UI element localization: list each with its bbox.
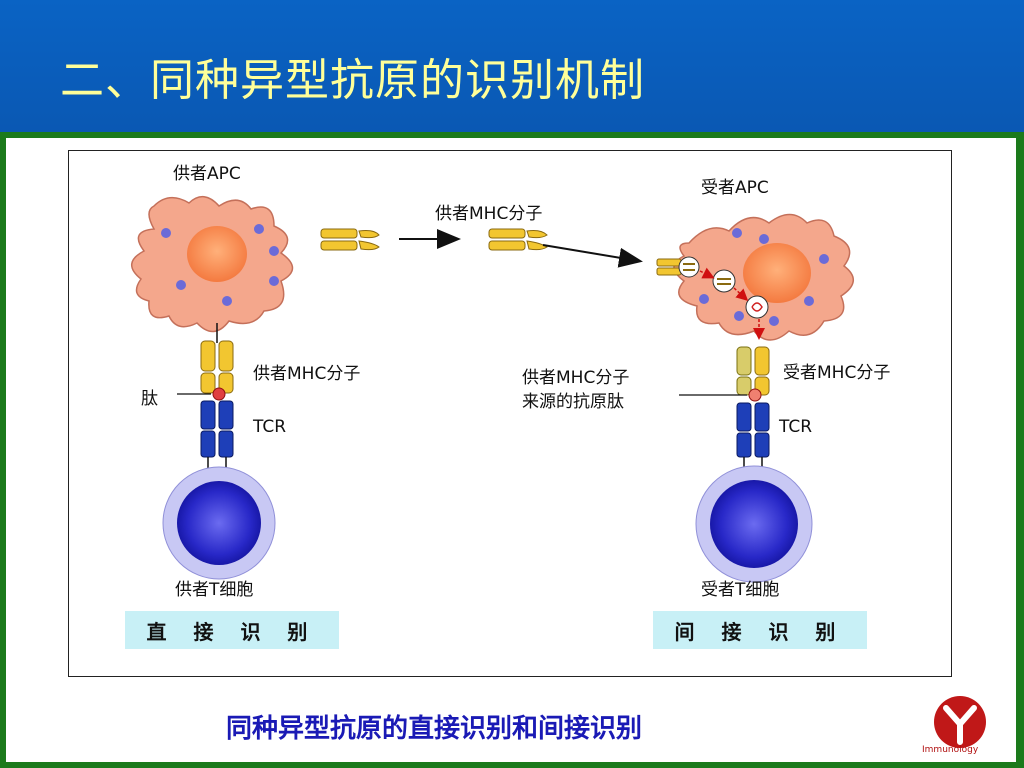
diagram-svg (131, 196, 854, 583)
content-panel: 供者APC 供者MHC分子 受者APC 供者MHC分子 肽 TCR 受者MHC分… (6, 138, 1016, 762)
diagram-figure: 供者APC 供者MHC分子 受者APC 供者MHC分子 肽 TCR 受者MHC分… (68, 150, 952, 677)
donor-apc (131, 196, 294, 333)
recipient-apc (673, 213, 854, 341)
content-area: 供者APC 供者MHC分子 受者APC 供者MHC分子 肽 TCR 受者MHC分… (0, 132, 1024, 768)
donor-mhc-complex (200, 340, 234, 394)
recipient-mhc-complex (736, 346, 770, 396)
direct-recognition-label: 直 接 识 别 (125, 611, 339, 649)
donor-peptide (212, 387, 226, 401)
recipient-mhc-label: 受者MHC分子 (783, 363, 891, 383)
donor-t-cell (162, 466, 276, 580)
recipient-t-cell (695, 465, 813, 583)
immunology-logo (934, 696, 986, 748)
donor-peptide-source-label-2: 来源的抗原肽 (522, 392, 624, 412)
recipient-t-cell-label: 受者T细胞 (701, 580, 780, 600)
recipient-tcr-label: TCR (779, 417, 813, 437)
figure-caption: 同种异型抗原的直接识别和间接识别 (226, 714, 643, 744)
donor-t-cell-label: 供者T细胞 (175, 580, 254, 600)
transfer-arrow-2 (542, 244, 643, 268)
donor-apc-label: 供者APC (173, 164, 241, 184)
free-donor-mhc (488, 228, 548, 251)
slide-title: 二、同种异型抗原的识别机制 (60, 55, 645, 106)
donor-tcr (200, 400, 234, 481)
donor-mhc-surface (320, 228, 380, 251)
recipient-apc-label: 受者APC (701, 178, 769, 198)
donor-tcr-label: TCR (253, 417, 287, 437)
mhc-uptake (656, 256, 769, 340)
free-mhc-label: 供者MHC分子 (435, 204, 543, 224)
title-bar: 二、同种异型抗原的识别机制 (0, 0, 1024, 132)
logo-text: Immunology (922, 745, 979, 755)
donor-peptide-source-label-1: 供者MHC分子 (522, 368, 630, 388)
recipient-peptide (748, 388, 762, 402)
donor-mhc-label: 供者MHC分子 (253, 364, 361, 384)
indirect-recognition-label: 间 接 识 别 (653, 611, 867, 649)
peptide-label: 肽 (141, 389, 158, 409)
